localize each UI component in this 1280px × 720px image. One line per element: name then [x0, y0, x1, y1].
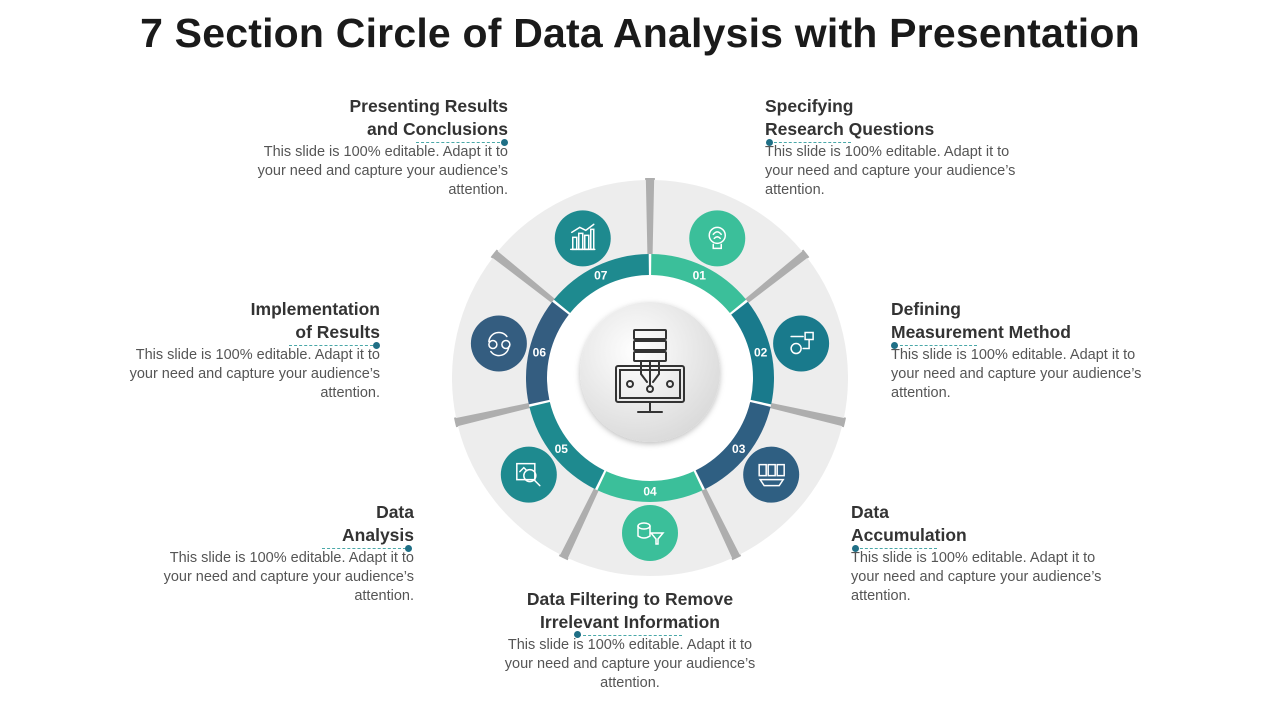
segment-gap — [490, 249, 555, 304]
database-server-icon — [758, 463, 785, 487]
ring-segment-06 — [525, 301, 569, 405]
ring-segment-02 — [731, 301, 775, 405]
leader-dot-05 — [405, 545, 412, 552]
section-number-01: 01 — [693, 269, 707, 283]
leader-dot-06 — [373, 342, 380, 349]
section-text-07: Presenting Results and Conclusions This … — [252, 95, 508, 200]
leader-dot-01 — [766, 139, 773, 146]
section-desc-01: This slide is 100% editable. Adapt it to… — [765, 144, 1016, 198]
leader-line-04 — [578, 635, 682, 636]
leader-dot-07 — [501, 139, 508, 146]
gear-flow-icon — [790, 331, 814, 355]
ring-segment-03 — [695, 401, 771, 490]
section-desc-07: This slide is 100% editable. Adapt it to… — [257, 144, 508, 198]
leader-dot-02 — [891, 342, 898, 349]
database-monitor-icon — [615, 329, 685, 413]
section-text-03: Data Accumulation This slide is 100% edi… — [851, 501, 1107, 606]
ring-segment-07 — [553, 254, 649, 313]
section-desc-05: This slide is 100% editable. Adapt it to… — [163, 550, 414, 604]
leader-line-05 — [322, 548, 406, 549]
segment-gap — [558, 488, 599, 561]
section-number-02: 02 — [754, 346, 768, 360]
segment-gap — [453, 402, 530, 428]
ring-segment-05 — [529, 401, 605, 490]
leader-dot-04 — [574, 631, 581, 638]
magnify-chart-icon — [516, 462, 541, 487]
icon-circle-03 — [743, 446, 800, 503]
section-number-07: 07 — [594, 269, 608, 283]
leader-line-01 — [769, 142, 851, 143]
icon-circle-02 — [773, 315, 830, 372]
page-title: 7 Section Circle of Data Analysis with P… — [140, 10, 1140, 56]
section-number-05: 05 — [555, 442, 569, 456]
segment-gap — [745, 249, 810, 304]
segment-gap — [701, 488, 742, 561]
icon-circle-05 — [500, 446, 557, 503]
brain-bulb-icon — [708, 226, 727, 250]
section-text-02: Defining Measurement Method This slide i… — [891, 298, 1147, 403]
leader-dot-03 — [852, 545, 859, 552]
segment-gap — [770, 402, 847, 428]
leader-line-02 — [895, 345, 977, 346]
leader-line-03 — [855, 548, 937, 549]
icon-circle-01 — [689, 210, 746, 267]
database-filter-icon — [637, 522, 665, 545]
section-text-01: Specifying Research Questions This slide… — [765, 95, 1021, 200]
ring-segment-04 — [597, 471, 703, 502]
section-heading-03: Data Accumulation — [851, 502, 967, 545]
section-number-04: 04 — [643, 485, 657, 499]
bar-chart-icon — [569, 223, 596, 251]
section-desc-04: This slide is 100% editable. Adapt it to… — [504, 637, 756, 691]
section-heading-02: Defining Measurement Method — [891, 299, 1071, 342]
section-heading-04: Data Filtering to Remove Irrelevant Info… — [526, 589, 734, 632]
section-number-03: 03 — [732, 442, 746, 456]
section-desc-06: This slide is 100% editable. Adapt it to… — [129, 347, 380, 401]
ring-segment-01 — [651, 254, 747, 313]
section-heading-06: Implementation of Results — [250, 299, 380, 342]
section-heading-05: Data Analysis — [342, 502, 414, 545]
leader-line-06 — [289, 345, 373, 346]
idea-cycle-icon — [488, 331, 511, 357]
section-heading-01: Specifying Research Questions — [765, 96, 935, 139]
segment-gap — [645, 178, 655, 255]
section-number-06: 06 — [533, 346, 547, 360]
section-heading-07: Presenting Results and Conclusions — [349, 96, 508, 139]
section-text-06: Implementation of Results This slide is … — [124, 298, 380, 403]
leader-line-07 — [416, 142, 500, 143]
section-desc-03: This slide is 100% editable. Adapt it to… — [851, 550, 1102, 604]
icon-circle-06 — [470, 315, 527, 372]
section-text-05: Data Analysis This slide is 100% editabl… — [158, 501, 414, 606]
section-text-04: Data Filtering to Remove Irrelevant Info… — [480, 588, 780, 693]
section-desc-02: This slide is 100% editable. Adapt it to… — [891, 347, 1142, 401]
